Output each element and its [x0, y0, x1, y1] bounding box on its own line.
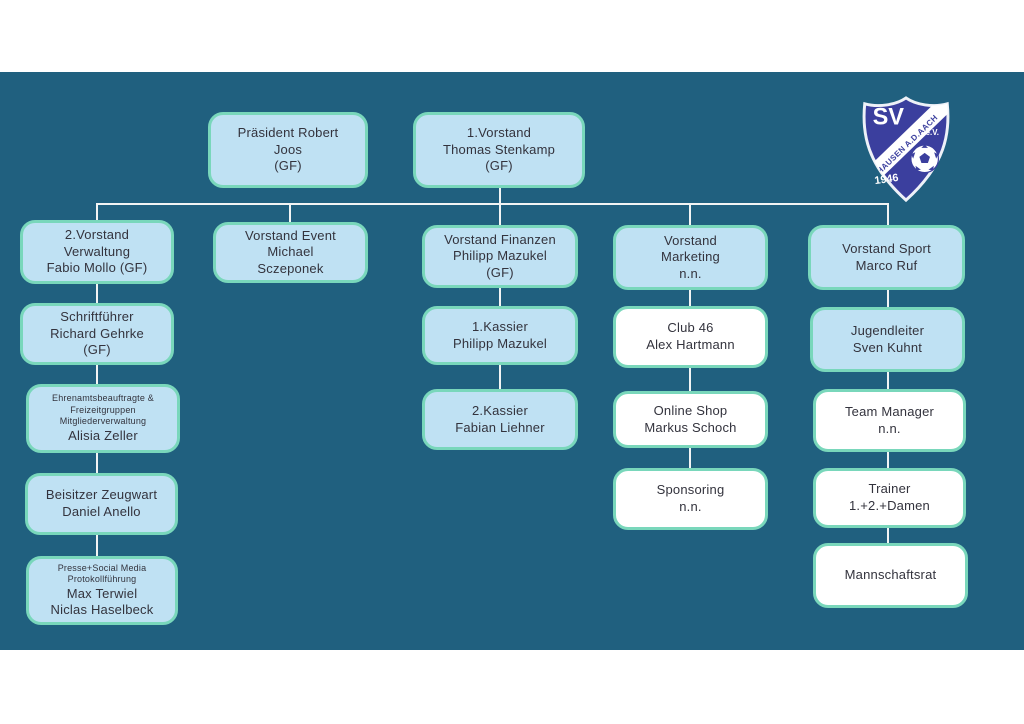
logo-sv: SV: [873, 103, 905, 129]
connector-line: [96, 453, 98, 474]
org-node-1-vorstand: 1.Vorstand Thomas Stenkamp (GF): [413, 112, 585, 188]
connector-line: [96, 365, 98, 385]
org-node-presse-protokoll: Presse+Social Media Protokollführung Max…: [26, 556, 178, 625]
connector-line: [689, 448, 691, 468]
connector-line: [97, 203, 889, 205]
logo-year: 1946: [874, 172, 899, 187]
org-node-club46: Club 46 Alex Hartmann: [613, 306, 768, 368]
org-node-vorstand-finanzen: Vorstand Finanzen Philipp Mazukel (GF): [422, 225, 578, 288]
org-node-presse-roles: Presse+Social Media Protokollführung: [57, 562, 147, 585]
org-node-2-kassier: 2.Kassier Fabian Liehner: [422, 389, 578, 450]
connector-line: [689, 290, 691, 306]
org-node-schriftfuehrer: Schriftführer Richard Gehrke (GF): [20, 303, 174, 365]
org-node-sponsoring: Sponsoring n.n.: [613, 468, 768, 530]
connector-line: [887, 290, 889, 307]
org-node-mannschaftsrat: Mannschaftsrat: [813, 543, 968, 608]
org-node-vorstand-sport: Vorstand Sport Marco Ruf: [808, 225, 965, 290]
org-node-ehrenamt: Ehrenamtsbeauftragte & Freizeitgruppen M…: [26, 384, 180, 453]
connector-line: [887, 452, 889, 468]
org-node-2-vorstand-verwaltung: 2.Vorstand Verwaltung Fabio Mollo (GF): [20, 220, 174, 284]
connector-line: [499, 287, 501, 306]
soccer-ball-icon: [910, 144, 940, 174]
org-node-trainer: Trainer 1.+2.+Damen: [813, 468, 966, 528]
org-node-vorstand-marketing: Vorstand Marketing n.n.: [613, 225, 768, 290]
org-node-ehrenamt-roles: Ehrenamtsbeauftragte & Freizeitgruppen M…: [52, 392, 154, 427]
logo-diagonal-band: [864, 97, 948, 194]
org-node-vorstand-event: Vorstand Event Michael Sczeponek: [213, 222, 368, 283]
connector-line: [499, 365, 501, 389]
connector-line: [689, 203, 691, 226]
org-node-presse-names: Max Terwiel Niclas Haselbeck: [50, 585, 154, 618]
connector-line: [289, 203, 291, 223]
club-logo: HAUSEN A.D.AACH SV 1946 e.V.: [862, 96, 950, 203]
connector-line: [887, 203, 889, 226]
org-node-jugendleiter: Jugendleiter Sven Kuhnt: [810, 307, 965, 372]
org-node-1-kassier: 1.Kassier Philipp Mazukel: [422, 306, 578, 365]
connector-line: [499, 203, 501, 226]
org-node-beisitzer-zeugwart: Beisitzer Zeugwart Daniel Anello: [25, 473, 178, 535]
org-node-onlineshop: Online Shop Markus Schoch: [613, 391, 768, 448]
connector-line: [689, 368, 691, 391]
org-node-teammanager: Team Manager n.n.: [813, 389, 966, 452]
org-node-praesident: Präsident Robert Joos (GF): [208, 112, 368, 188]
org-node-ehrenamt-name: Alisia Zeller: [68, 427, 138, 443]
logo-ev: e.V.: [926, 128, 939, 137]
connector-line: [96, 535, 98, 556]
connector-line: [96, 284, 98, 304]
connector-line: [96, 203, 98, 221]
connector-line: [887, 528, 889, 544]
connector-line: [887, 372, 889, 389]
connector-line: [499, 188, 501, 204]
